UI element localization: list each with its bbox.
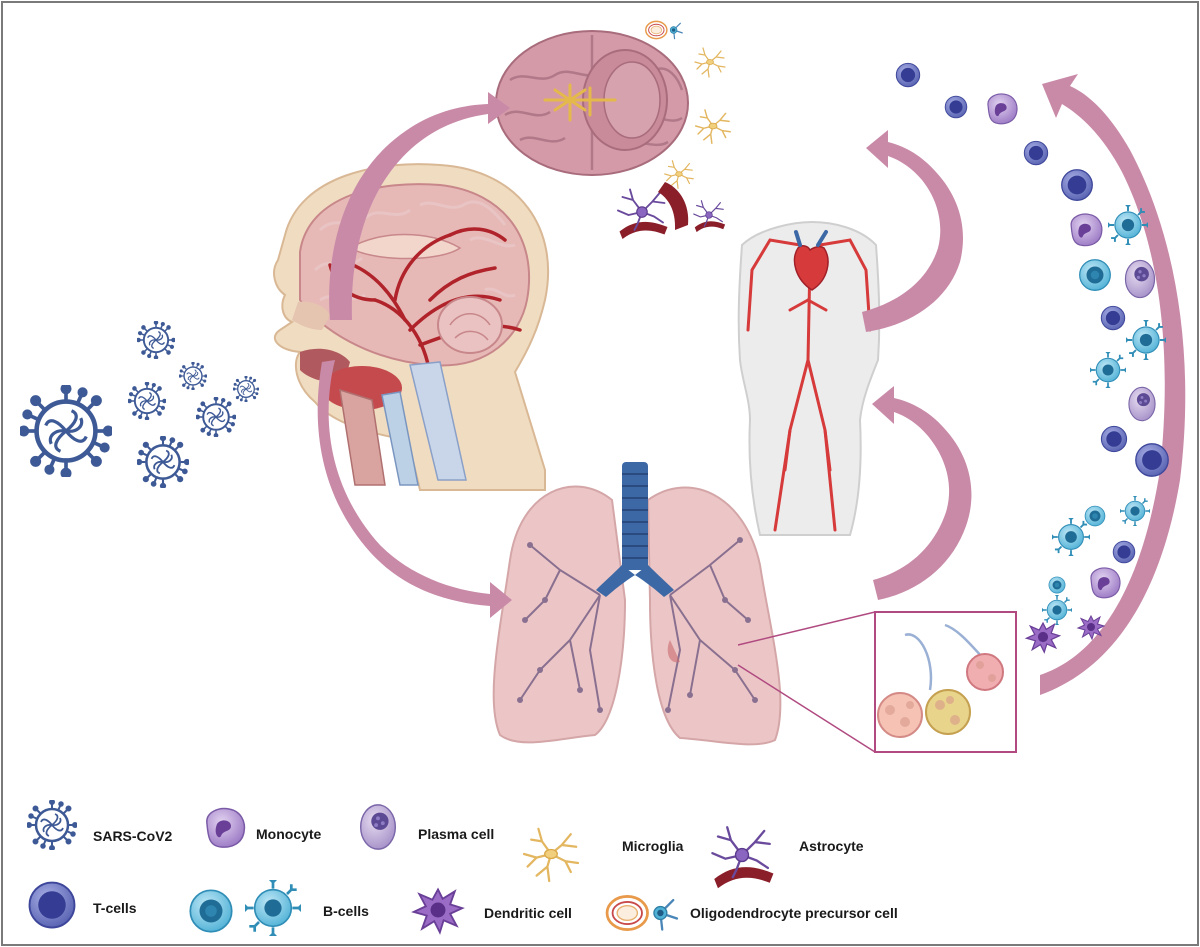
t-cell: [1135, 443, 1169, 477]
b-cell: [1084, 505, 1106, 527]
virus-particle: [233, 376, 259, 402]
legend-label-opc: Oligodendrocyte precursor cell: [690, 905, 898, 921]
arteries: [746, 238, 872, 532]
legend-label-sars: SARS-CoV2: [93, 828, 173, 844]
legend-label-monocyte: Monocyte: [256, 826, 322, 842]
heart-icon: [793, 245, 829, 291]
trachea: [596, 462, 674, 597]
virus-particle: [128, 382, 166, 420]
virus-particle: [137, 436, 189, 488]
virus-particle: [137, 321, 175, 359]
t-cell: [1100, 305, 1126, 331]
body-circulation: [737, 220, 881, 536]
t-cell: [1100, 425, 1128, 453]
process-arrows: [317, 74, 1186, 695]
t-cell: [944, 95, 968, 119]
brain-ventral-view: [495, 30, 689, 176]
legend-label-astrocyte: Astrocyte: [799, 838, 864, 854]
arrow-body-to-brain: [862, 130, 963, 332]
t-cell: [895, 62, 921, 88]
bronchial-tree: [519, 539, 756, 711]
monocyte-cell: [1090, 567, 1121, 599]
blood-vessel-segment: [658, 182, 689, 230]
arrow-head-to-lungs: [317, 360, 512, 618]
arrow-immune-to-brain: [1040, 74, 1186, 695]
legend-bcell-icon: [189, 889, 233, 933]
legend-plasma-icon: [359, 804, 397, 850]
virus-particle: [179, 362, 207, 390]
arrow-head-to-brain: [329, 92, 510, 320]
alveoli-inset: [737, 611, 1017, 753]
plasma-cell: [1124, 259, 1156, 299]
alveoli-dots: [517, 537, 758, 713]
b-cell: [1079, 259, 1111, 291]
arrow-lungs-to-body: [872, 386, 972, 600]
brain-vessels: [543, 83, 617, 122]
legend-label-tcells: T-cells: [93, 900, 137, 916]
t-cell: [1112, 540, 1136, 564]
virus-large: [20, 385, 112, 477]
virus-particle: [196, 397, 236, 437]
monocyte-cell: [1070, 213, 1103, 247]
legend-sars-icon: [27, 800, 77, 850]
lungs-illustration: [492, 462, 782, 746]
plasma-cell: [1128, 386, 1156, 422]
legend-label-bcells: B-cells: [323, 903, 369, 919]
legend-label-plasma: Plasma cell: [418, 826, 495, 842]
brain-cells: [617, 20, 731, 240]
legend-tcell-icon: [28, 881, 76, 929]
monocyte-cell: [987, 93, 1018, 125]
legend-label-microglia: Microglia: [622, 838, 684, 854]
legend-label-dendritic: Dendritic cell: [484, 905, 572, 921]
legend-monocyte-icon: [206, 807, 246, 848]
t-cell: [1061, 169, 1093, 201]
t-cell: [1023, 140, 1049, 166]
b-cell: [1048, 576, 1066, 594]
